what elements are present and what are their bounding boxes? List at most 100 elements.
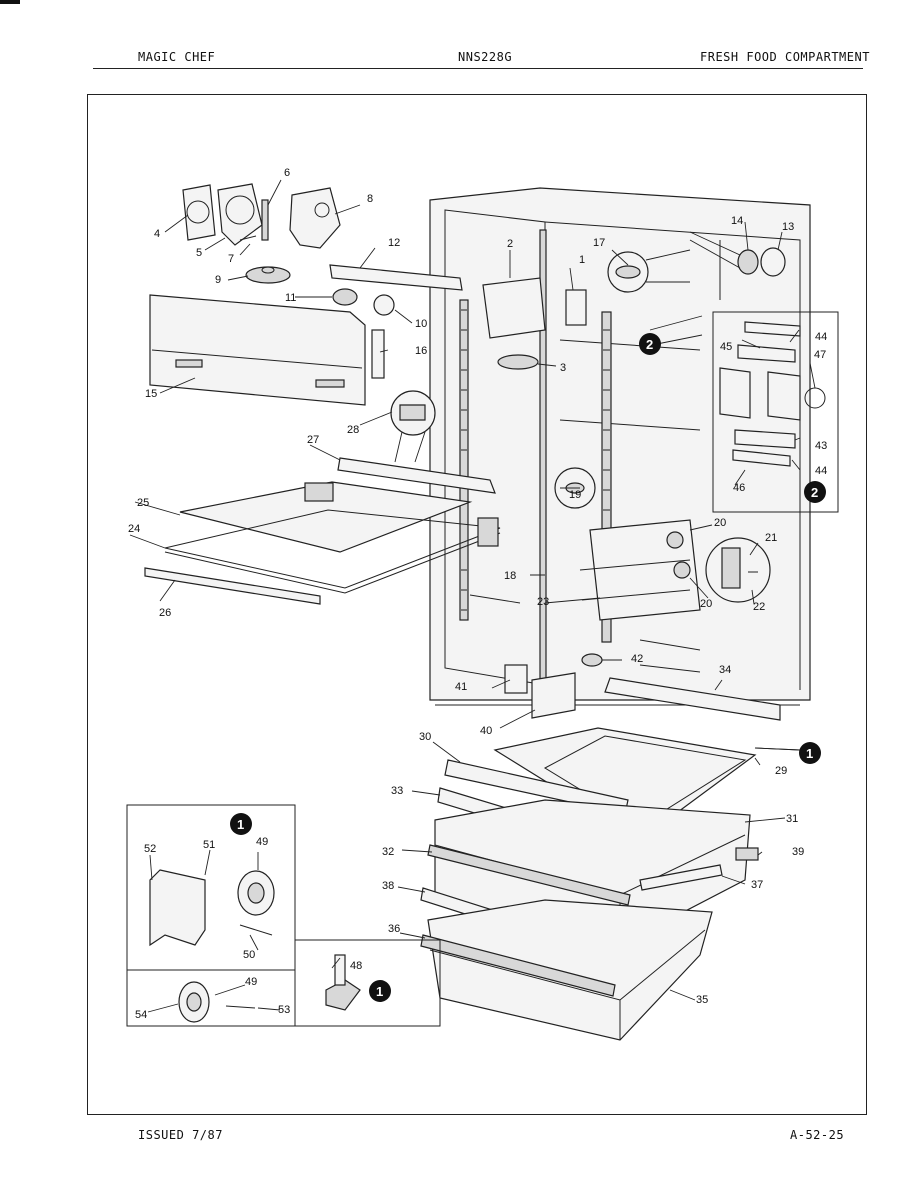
label-39: 39 (792, 846, 804, 858)
leader-13-14 (689, 231, 741, 269)
control-panel-15 (149, 294, 366, 406)
channel-12 (329, 264, 463, 291)
label-35: 35 (696, 994, 708, 1006)
label-44b: 44 (815, 465, 827, 477)
part-14 (737, 249, 759, 275)
label-20b: 20 (700, 598, 712, 610)
label-49a: 49 (256, 836, 268, 848)
label-37: 37 (751, 879, 763, 891)
label-31: 31 (786, 813, 798, 825)
screw-42 (581, 653, 603, 667)
part-39 (735, 847, 759, 861)
header-rule (93, 68, 863, 69)
label-2: 2 (507, 238, 513, 250)
label-25: 25 (137, 497, 149, 509)
label-10: 10 (415, 318, 427, 330)
label-45: 45 (720, 341, 732, 353)
header-brand: MAGIC CHEF (138, 50, 216, 64)
callout-2-detail: 2 (804, 481, 826, 503)
svg-text:1: 1 (376, 984, 383, 999)
label-9: 9 (215, 274, 221, 286)
part-number-labels: 4 5 6 7 8 9 10 11 12 13 14 15 16 17 18 1… (128, 167, 827, 1021)
footer-page-code: A-52-25 (790, 1128, 845, 1142)
label-8: 8 (367, 193, 373, 205)
label-28: 28 (347, 424, 359, 436)
label-1: 1 (579, 254, 585, 266)
label-49b: 49 (245, 976, 257, 988)
leader-28 (394, 431, 426, 463)
knob-9 (245, 266, 291, 284)
header-model: NNS228G (458, 50, 513, 64)
callout-1-cover: 1 (799, 742, 821, 764)
lamp-socket-11 (332, 288, 358, 306)
light-switch-16 (371, 329, 385, 379)
label-34: 34 (719, 664, 731, 676)
label-33: 33 (391, 785, 403, 797)
crisper-drawer-35 (427, 899, 713, 1041)
label-51: 51 (203, 839, 215, 851)
label-26: 26 (159, 607, 171, 619)
damper-housing-2 (482, 277, 546, 339)
leader-lines (129, 179, 816, 1013)
callout-1-leveler: 1 (369, 980, 391, 1002)
bracket-40 (531, 672, 576, 719)
shelf-trim-27 (337, 457, 496, 494)
label-21: 21 (765, 532, 777, 544)
label-40: 40 (480, 725, 492, 737)
leader-42 (639, 639, 701, 673)
label-47: 47 (814, 349, 826, 361)
shelf-trim-26 (144, 567, 321, 605)
label-3: 3 (560, 362, 566, 374)
label-42: 42 (631, 653, 643, 665)
detail-circle-17 (607, 249, 691, 293)
slide-rail-37 (639, 864, 723, 891)
label-52: 52 (144, 843, 156, 855)
label-5: 5 (196, 247, 202, 259)
footer-issued: ISSUED 7/87 (138, 1128, 223, 1142)
shelf-rail-left (459, 299, 469, 621)
bulb-10 (373, 294, 395, 316)
label-54: 54 (135, 1009, 147, 1021)
svg-text:2: 2 (646, 337, 653, 352)
label-30: 30 (419, 731, 431, 743)
control-housing-5 (217, 183, 263, 246)
label-20a: 20 (714, 517, 726, 529)
label-36: 36 (388, 923, 400, 935)
label-44a: 44 (815, 331, 827, 343)
detail-circle-28 (390, 390, 436, 436)
fan-3 (497, 354, 539, 370)
detail-box-1 (126, 804, 441, 1027)
header-section: FRESH FOOD COMPARTMENT (700, 50, 870, 64)
bracket-41 (504, 664, 528, 694)
label-4: 4 (154, 228, 160, 240)
svg-text:1: 1 (806, 746, 813, 761)
label-32: 32 (382, 846, 394, 858)
svg-text:1: 1 (237, 817, 244, 832)
label-14: 14 (731, 215, 743, 227)
control-shaft-6 (261, 199, 269, 241)
callout-2-liner: 2 (639, 333, 661, 355)
control-bracket-4 (182, 184, 216, 241)
label-6: 6 (284, 167, 290, 179)
label-17: 17 (593, 237, 605, 249)
label-11: 11 (285, 292, 296, 304)
label-27: 27 (307, 434, 319, 446)
label-12: 12 (388, 237, 400, 249)
corner-mark (0, 0, 20, 4)
label-29: 29 (775, 765, 787, 777)
crisper-trim-34 (604, 677, 781, 721)
svg-text:2: 2 (811, 485, 818, 500)
label-43: 43 (815, 440, 827, 452)
label-50: 50 (243, 949, 255, 961)
label-41: 41 (455, 681, 467, 693)
callout-1-detail: 1 (230, 813, 252, 835)
label-22: 22 (753, 601, 765, 613)
part-13 (760, 247, 786, 277)
label-13: 13 (782, 221, 794, 233)
label-16: 16 (415, 345, 427, 357)
light-fixture-1 (565, 289, 587, 326)
detail-box-2 (712, 311, 839, 513)
diagram-frame (87, 94, 867, 1115)
leader-detail-1 (754, 747, 801, 751)
